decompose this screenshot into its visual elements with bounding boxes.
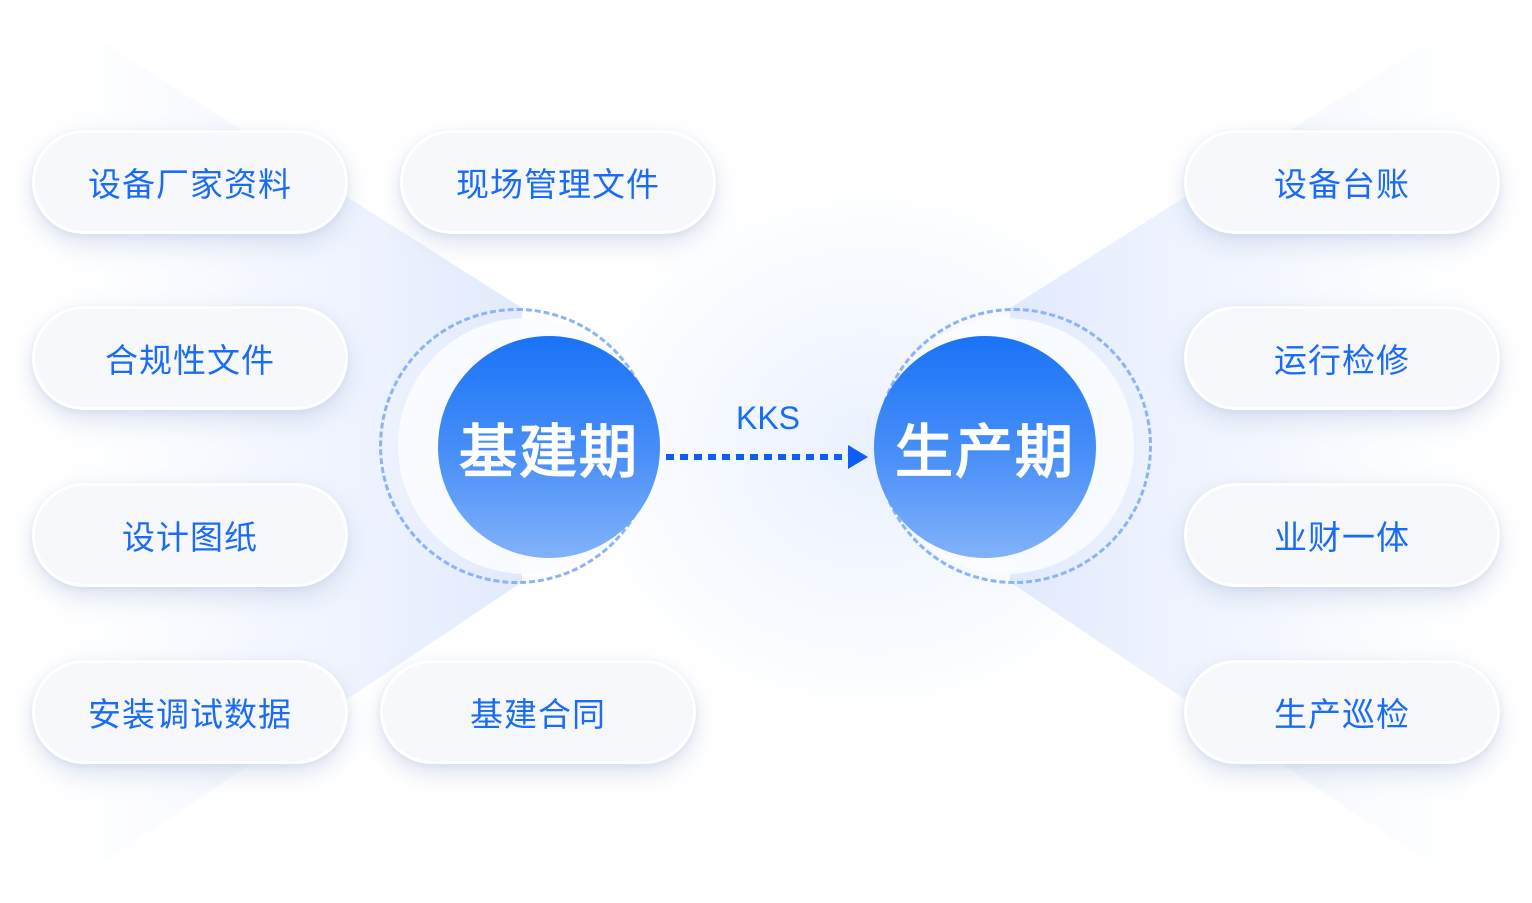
item-label: 设计图纸 bbox=[122, 518, 258, 557]
kks-label: KKS bbox=[735, 400, 801, 436]
item-label: 设备台账 bbox=[1274, 165, 1410, 204]
construction-phase-node[interactable]: 基建期 bbox=[438, 336, 660, 558]
left-item-site-management-files[interactable]: 现场管理文件 bbox=[400, 130, 716, 234]
right-item-business-finance-integration[interactable]: 业财一体 bbox=[1184, 483, 1500, 587]
item-label: 设备厂家资料 bbox=[88, 165, 292, 204]
right-item-operation-maintenance[interactable]: 运行检修 bbox=[1184, 306, 1500, 410]
left-item-construction-contracts[interactable]: 基建合同 bbox=[380, 660, 696, 764]
left-item-compliance-files[interactable]: 合规性文件 bbox=[32, 306, 348, 410]
left-item-equipment-vendor-docs[interactable]: 设备厂家资料 bbox=[32, 130, 348, 234]
right-item-equipment-ledger[interactable]: 设备台账 bbox=[1184, 130, 1500, 234]
node-label: 基建期 bbox=[458, 418, 639, 486]
item-label: 现场管理文件 bbox=[456, 165, 660, 204]
item-label: 合规性文件 bbox=[105, 341, 275, 380]
left-item-installation-commissioning-data[interactable]: 安装调试数据 bbox=[32, 660, 348, 764]
item-label: 安装调试数据 bbox=[88, 695, 292, 734]
left-item-design-drawings[interactable]: 设计图纸 bbox=[32, 483, 348, 587]
right-item-production-inspection[interactable]: 生产巡检 bbox=[1184, 660, 1500, 764]
node-label: 生产期 bbox=[894, 418, 1075, 486]
item-label: 业财一体 bbox=[1274, 518, 1410, 557]
item-label: 运行检修 bbox=[1274, 341, 1410, 380]
dotted-arrow-right-icon bbox=[666, 445, 868, 469]
production-phase-node[interactable]: 生产期 bbox=[874, 336, 1096, 558]
item-label: 基建合同 bbox=[470, 695, 606, 734]
item-label: 生产巡检 bbox=[1274, 695, 1410, 734]
